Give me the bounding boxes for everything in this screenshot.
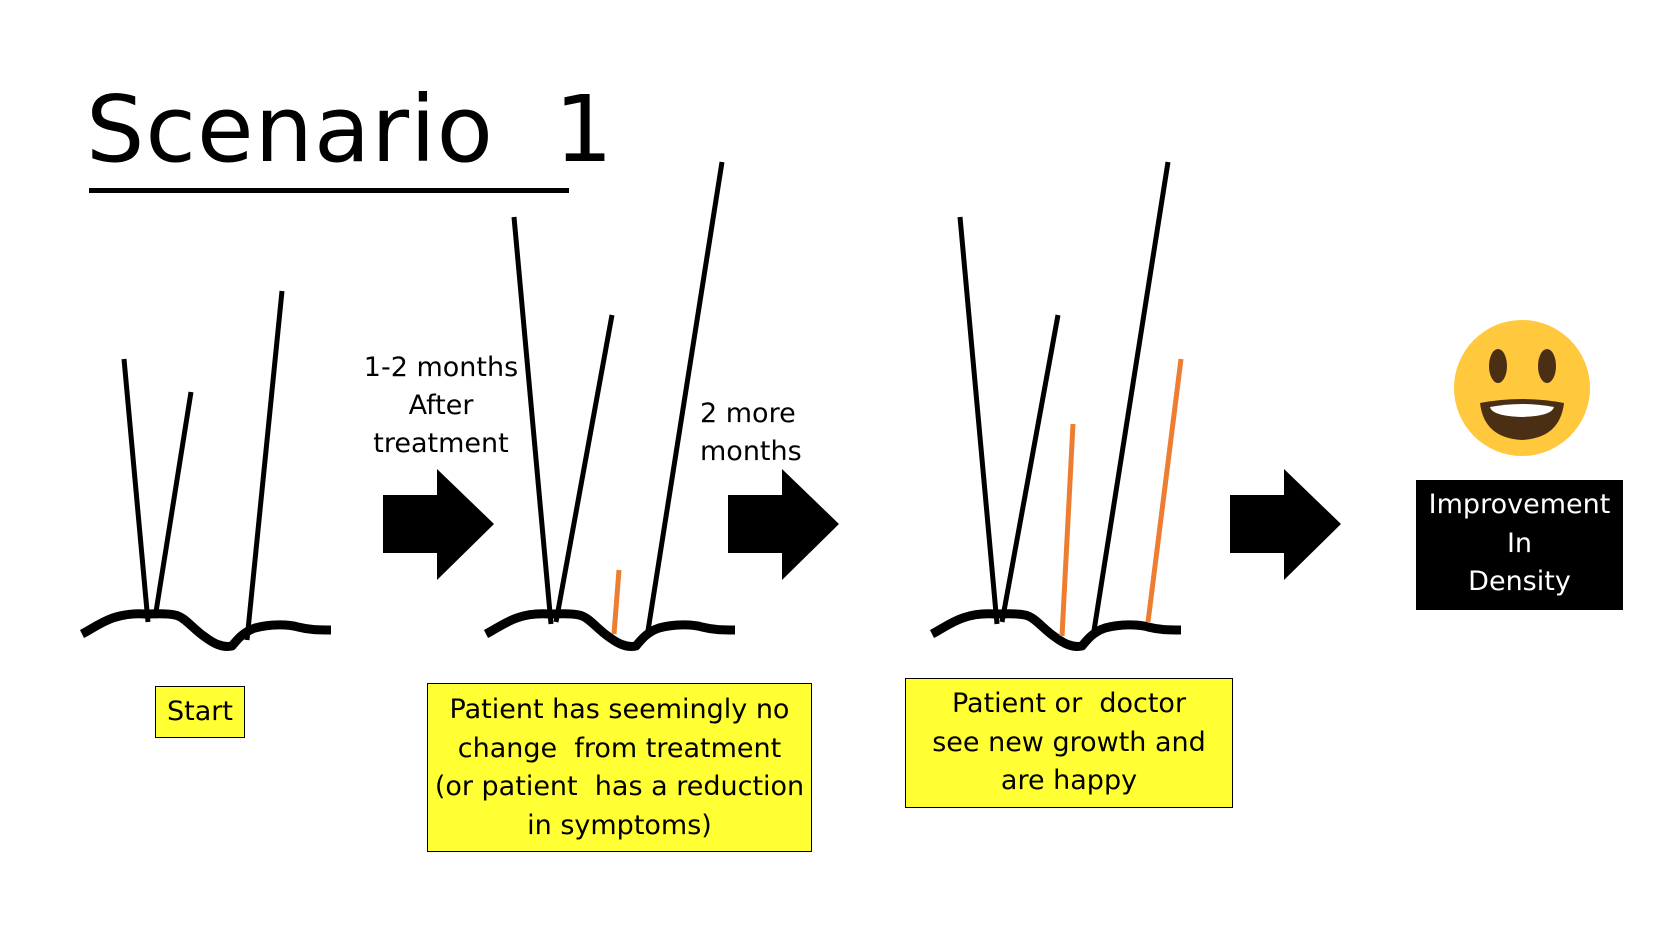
scalp-line xyxy=(929,609,1182,651)
right-arrow-icon xyxy=(728,469,839,580)
right-arrow-icon xyxy=(383,469,494,580)
new-hair-strand xyxy=(1145,358,1184,623)
title-underline xyxy=(89,188,569,193)
smiley-face-icon xyxy=(1454,320,1590,456)
step-two-caption: 2 more months xyxy=(700,398,802,467)
hair-strand xyxy=(244,290,285,641)
hair-strand xyxy=(553,314,615,623)
right-arrow-icon xyxy=(1230,469,1341,580)
step-one-caption: 1-2 months After treatment xyxy=(363,352,519,459)
improvement-in-density-box: Improvement In Density xyxy=(1416,480,1623,610)
stage-two-illustration xyxy=(483,161,736,651)
hair-strand xyxy=(1090,161,1171,638)
new-hair-strand xyxy=(1059,423,1076,637)
start-label-box: Start xyxy=(155,686,245,738)
scalp-line xyxy=(483,609,736,651)
scalp-line xyxy=(79,609,332,651)
hair-strand xyxy=(957,216,1000,625)
stage-three-illustration xyxy=(929,161,1184,651)
hair-strand xyxy=(644,161,725,638)
hair-strand xyxy=(999,314,1061,623)
hair-strand xyxy=(511,216,554,625)
stage-three-description-box: Patient or doctor see new growth and are… xyxy=(905,678,1233,808)
stage-two-description-box: Patient has seemingly no change from tre… xyxy=(427,683,812,852)
hair-strand xyxy=(121,358,151,623)
new-hair-strand xyxy=(611,569,622,635)
hair-strand xyxy=(152,391,194,619)
stage-start-illustration xyxy=(79,290,332,651)
